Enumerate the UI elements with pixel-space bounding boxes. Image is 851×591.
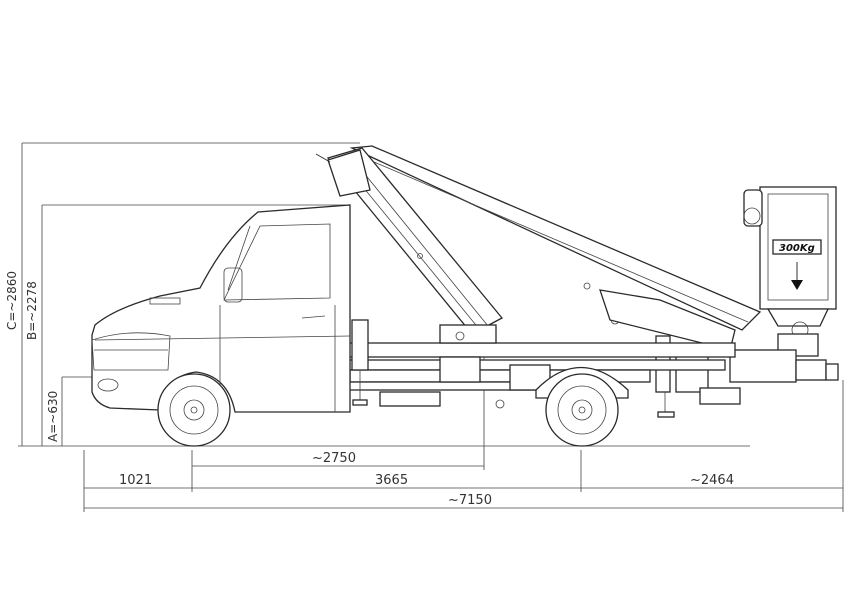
height-a-label: A=~630 [46, 391, 60, 442]
rear-overhang-label: ~2464 [690, 473, 734, 488]
total-length-label: ~7150 [448, 493, 492, 508]
height-b-label: B=~2278 [25, 281, 39, 340]
height-c-label: C=~2860 [5, 271, 19, 330]
length-dimension-lines [83, 335, 844, 512]
arrow-down-icon [791, 280, 803, 290]
height-dimension-lines [18, 142, 750, 447]
wheelbase-label: 3665 [375, 473, 408, 488]
rear-wheel [545, 373, 619, 447]
telescopic-boom [315, 145, 762, 351]
vehicle-cab [91, 204, 351, 413]
basket-capacity-label: 300Kg [779, 243, 815, 254]
front-overhang-label: 1021 [119, 473, 152, 488]
wheelbase-partial-label: ~2750 [312, 451, 356, 466]
work-basket: 300Kg [743, 186, 837, 357]
front-wheel [157, 373, 231, 447]
